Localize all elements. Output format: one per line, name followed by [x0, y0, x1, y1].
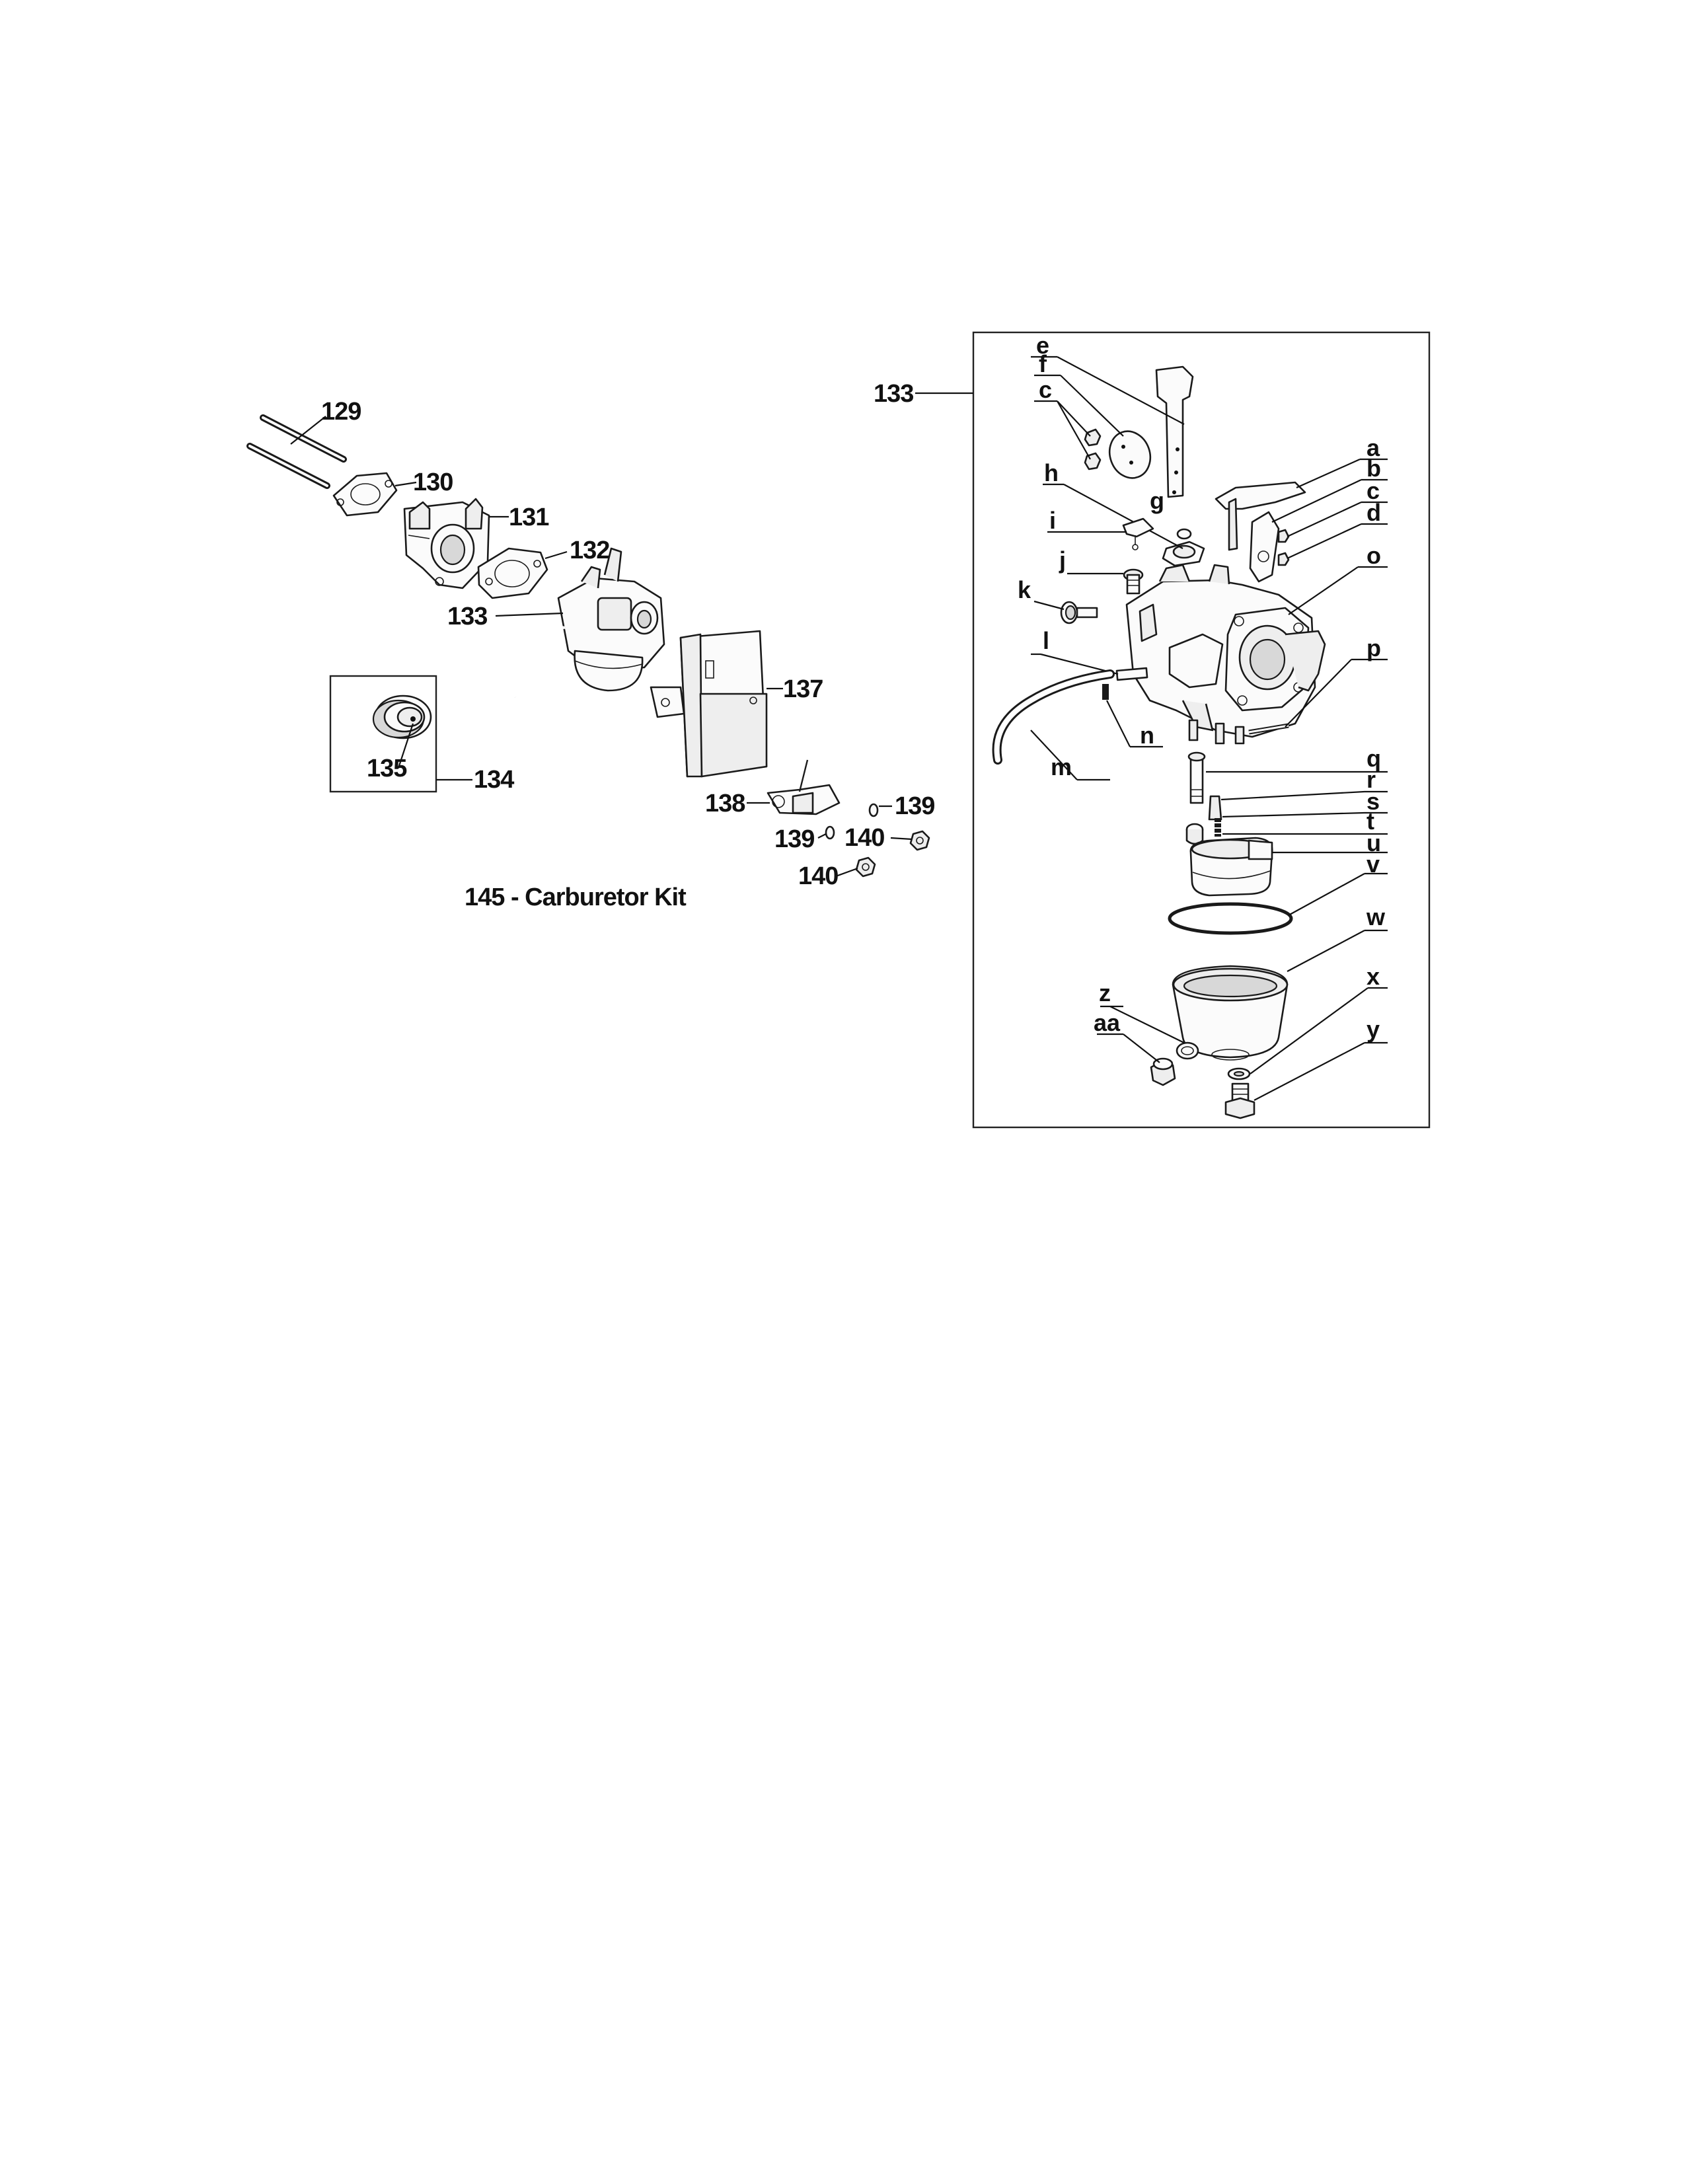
label-v: v: [1367, 850, 1380, 878]
drain-bolt-y: [1224, 1082, 1255, 1119]
screws-c-top: [1084, 428, 1102, 471]
clip-n: [1102, 684, 1109, 700]
label-m: m: [1051, 753, 1072, 780]
o-ring-139a: [868, 803, 879, 817]
callout-129: 129: [321, 398, 361, 426]
callout-138: 138: [705, 790, 745, 817]
label-z: z: [1099, 979, 1111, 1006]
callout-130: 130: [413, 469, 453, 496]
label-n: n: [1140, 722, 1154, 749]
stud-bolts-129: [246, 414, 347, 489]
bowl-gasket-v: [1168, 902, 1293, 935]
heat-shield-137: [650, 630, 768, 778]
washer-x: [1227, 1067, 1251, 1080]
label-k: k: [1018, 576, 1031, 603]
gasket-132: [477, 547, 548, 599]
label-i: i: [1049, 507, 1056, 534]
callout-133-left: 133: [447, 603, 487, 630]
float-bowl-w: [1172, 965, 1289, 1061]
gasket-130: [332, 472, 398, 517]
label-h: h: [1044, 459, 1059, 486]
label-l: l: [1043, 627, 1049, 654]
callout-135: 135: [367, 755, 407, 782]
seal-h: [1162, 541, 1205, 567]
label-d: d: [1367, 499, 1381, 526]
label-a: a: [1367, 434, 1380, 461]
label-q: q: [1367, 745, 1381, 772]
label-f: f: [1039, 350, 1047, 377]
label-aa: aa: [1094, 1009, 1121, 1036]
throttle-plate-f: [1108, 430, 1152, 479]
callout-140-a: 140: [844, 824, 884, 852]
carburetor-kit-caption: 145 - Carburetor Kit: [465, 884, 687, 911]
carburetor-detail-box: [972, 331, 1431, 1129]
float-u: [1189, 837, 1273, 897]
callout-133-box: 133: [874, 380, 913, 408]
throttle-shaft-e: [1155, 365, 1194, 498]
callout-134: 134: [474, 766, 514, 794]
callout-139-a: 139: [895, 792, 934, 820]
carburetor-body-o: [1125, 564, 1326, 745]
pilot-jet-j: [1123, 568, 1144, 595]
callout-132: 132: [570, 537, 609, 564]
callout-137: 137: [783, 675, 823, 703]
label-t: t: [1367, 808, 1374, 835]
callout-139-b: 139: [774, 825, 814, 853]
washer-g: [1176, 528, 1192, 540]
label-x: x: [1367, 963, 1380, 990]
choke-lever-a: [1215, 481, 1306, 551]
label-r: r: [1367, 766, 1376, 793]
label-s: s: [1367, 788, 1380, 815]
o-ring-z: [1176, 1041, 1199, 1060]
choke-plate-b: [1249, 511, 1290, 583]
main-jet-r: [1208, 795, 1222, 821]
nut-140a: [909, 830, 930, 851]
intake-spacer-131: [403, 498, 490, 589]
label-p: p: [1367, 634, 1381, 661]
label-b: b: [1367, 455, 1381, 482]
label-u: u: [1367, 829, 1381, 856]
label-w: w: [1366, 903, 1386, 930]
float-needle-t: [1185, 823, 1204, 845]
callout-131: 131: [509, 504, 549, 531]
nut-140b: [855, 856, 876, 878]
label-c-right: c: [1367, 477, 1380, 504]
fuel-inlet-l: [1115, 667, 1148, 681]
label-j: j: [1059, 546, 1066, 574]
fuel-hose-m: [992, 669, 1115, 765]
spring-s: [1215, 818, 1221, 837]
bracket-138: [767, 759, 841, 815]
o-ring-139b: [825, 825, 835, 840]
part-box-134: [329, 675, 437, 793]
callout-140-b: 140: [798, 862, 838, 890]
idle-screw-k: [1060, 601, 1098, 624]
main-nozzle-q: [1187, 751, 1206, 804]
holder-i: [1122, 517, 1154, 550]
label-c-top: c: [1039, 376, 1052, 403]
label-y: y: [1367, 1016, 1380, 1043]
label-e: e: [1036, 332, 1049, 359]
label-g: g: [1150, 487, 1164, 514]
plug-135: [372, 695, 432, 739]
label-o: o: [1367, 542, 1381, 569]
bowl-nut-aa: [1150, 1057, 1176, 1086]
carburetor-133-small: [513, 547, 665, 698]
